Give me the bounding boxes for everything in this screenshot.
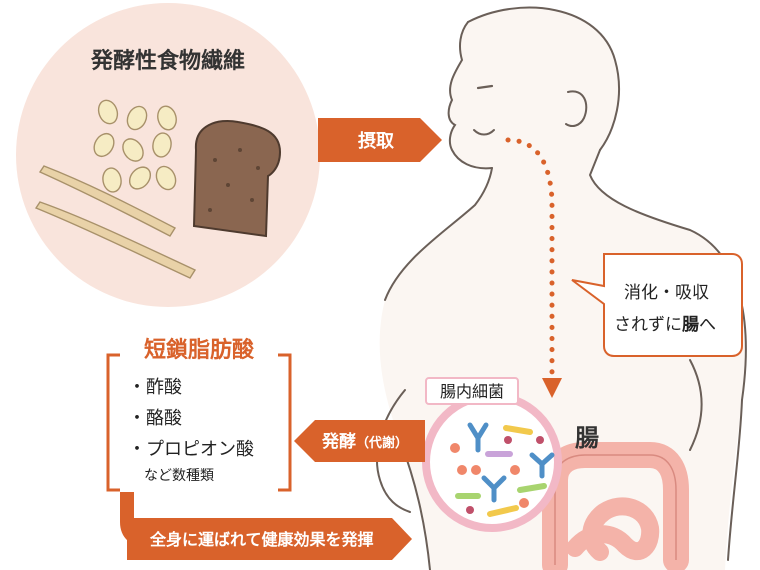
seed <box>250 198 254 202</box>
speech-bubble-line2: されずに腸へ <box>614 315 716 335</box>
face-profile <box>447 21 493 170</box>
rod-bacterium <box>517 483 547 493</box>
coccus-bacterium <box>471 465 481 475</box>
intestine-label: 腸 <box>575 424 599 452</box>
coccus-bacterium <box>536 436 544 444</box>
digestion-path-arrowhead <box>542 378 562 398</box>
seed <box>213 158 217 162</box>
fermentation-arrow <box>294 420 425 462</box>
rye-bread-illustration <box>192 120 282 238</box>
ear-outline <box>565 90 588 127</box>
scfa-item-propionic: ・プロピオン酸 <box>128 439 254 460</box>
right-waist <box>727 399 743 561</box>
burdock-root-2 <box>34 201 197 279</box>
rod-bacterium <box>503 425 533 435</box>
y-bacterium <box>529 452 555 479</box>
neck-front <box>384 167 493 301</box>
speech-bubble-line1: 消化・吸収 <box>624 283 709 303</box>
intake-arrow <box>318 118 442 162</box>
coccus-bacterium <box>466 506 474 514</box>
fermentation-main: 発酵 <box>321 431 356 452</box>
gut-bacteria-label-bg <box>425 377 519 405</box>
seed <box>226 183 230 187</box>
bacteria-illustrations <box>450 422 555 517</box>
eye-mark <box>476 84 494 90</box>
scfa-item-butyric: ・酪酸 <box>128 408 182 429</box>
seed <box>238 148 242 152</box>
scfa-bracket-top <box>106 353 120 492</box>
scfa-item-acetic: ・酢酸 <box>128 377 182 398</box>
burdock-illustration <box>34 165 197 279</box>
right-arm <box>689 359 703 451</box>
left-arm <box>376 389 411 513</box>
bean-7 <box>102 167 122 193</box>
coccus-bacterium <box>504 436 512 444</box>
bread-seeds <box>208 148 260 212</box>
fermentation-sub: （代謝） <box>356 435 408 451</box>
effect-arrow-label: 全身に運ばれて健康効果を発揮 <box>149 530 374 549</box>
speech-bubble-line2-prefix: されずに <box>614 315 682 335</box>
rod-bacterium <box>487 505 519 517</box>
speech-bubble <box>571 253 743 357</box>
bean-9 <box>155 165 177 191</box>
gut-bacteria-label: 腸内細菌 <box>440 382 504 401</box>
scfa-bracket-right <box>278 353 292 492</box>
burdock-root-1 <box>38 165 176 237</box>
bean-4 <box>93 132 115 158</box>
effect-arrow <box>127 518 412 560</box>
digestion-path <box>505 137 555 383</box>
bean-6 <box>152 132 172 158</box>
bean-illustrations <box>93 99 177 193</box>
food-circle-title: 発酵性食物繊維 <box>90 48 245 74</box>
coccus-bacterium <box>510 465 520 475</box>
coccus-bacterium <box>450 443 460 453</box>
neck-back <box>588 149 747 401</box>
scfa-box-frame <box>106 353 292 492</box>
bean-2 <box>126 105 148 131</box>
small-intestine-coils <box>566 497 660 561</box>
seed <box>208 208 212 212</box>
scfa-note: など数種類 <box>144 468 214 484</box>
y-bacterium <box>481 475 507 503</box>
head-outline <box>467 6 621 151</box>
bean-3 <box>157 105 177 131</box>
y-bacterium <box>467 422 489 453</box>
speech-bubble-line2-bold: 腸 <box>682 315 699 335</box>
bread-slice <box>192 120 282 238</box>
fermentation-arrow-label: 発酵（代謝） <box>321 431 408 452</box>
seed <box>256 166 260 170</box>
bean-1 <box>97 99 119 125</box>
mouth-mark <box>473 129 495 136</box>
scfa-title: 短鎖脂肪酸 <box>144 337 255 363</box>
intake-arrow-label: 摂取 <box>358 130 395 152</box>
coccus-bacterium <box>519 498 529 508</box>
bean-5 <box>122 138 144 162</box>
speech-bubble-line2-suffix: へ <box>699 315 716 335</box>
bean-8 <box>128 166 152 190</box>
coccus-bacterium <box>457 465 467 475</box>
